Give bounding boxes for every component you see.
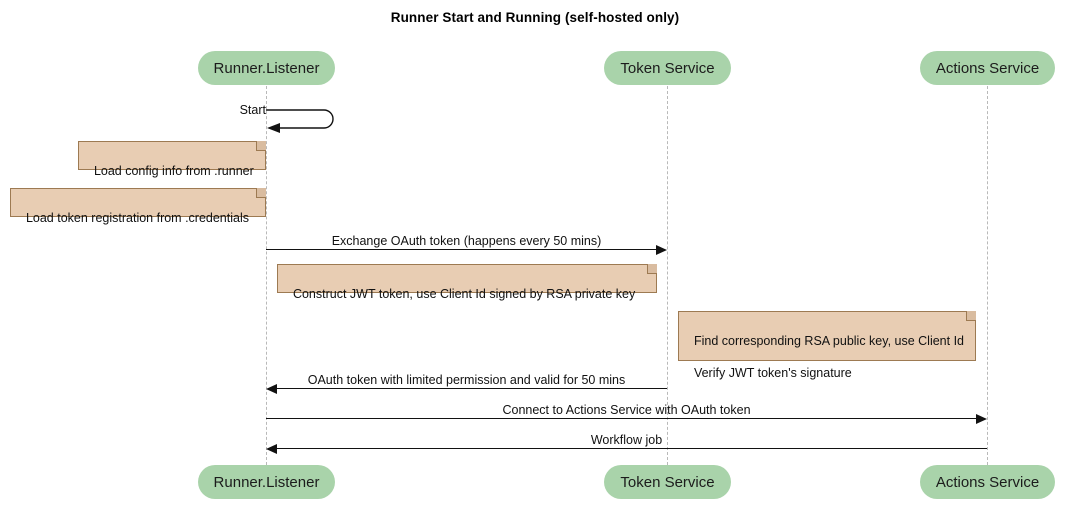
- lifeline-token: [667, 86, 668, 465]
- note-construct-jwt-text: Construct JWT token, use Client Id signe…: [292, 287, 636, 301]
- participant-runner-top[interactable]: Runner.Listener: [198, 51, 335, 85]
- message-label-workflow-job: Workflow job: [590, 433, 663, 447]
- message-line-exchange-oauth-token: [266, 249, 661, 250]
- note-fold-icon: [256, 141, 266, 151]
- note-fold-icon: [647, 264, 657, 274]
- note-fold-icon: [966, 311, 976, 321]
- arrow-head-left-icon: [266, 444, 277, 454]
- message-start-self-loop: [266, 106, 338, 134]
- lifeline-actions: [987, 86, 988, 465]
- note-load-token-registration: Load token registration from .credential…: [10, 188, 266, 225]
- message-line-oauth-token-limited: [277, 388, 667, 389]
- note-verify-signature-line1: Find corresponding RSA public key, use C…: [693, 334, 965, 348]
- participant-actions-top[interactable]: Actions Service: [920, 51, 1055, 85]
- note-load-config-text: Load config info from .runner: [93, 164, 254, 178]
- message-label-connect-actions-service: Connect to Actions Service with OAuth to…: [502, 403, 751, 417]
- message-label-exchange-oauth-token: Exchange OAuth token (happens every 50 m…: [331, 234, 602, 248]
- participant-token-top[interactable]: Token Service: [604, 51, 731, 85]
- message-line-connect-actions-service: [266, 418, 981, 419]
- participant-token-bottom[interactable]: Token Service: [604, 465, 731, 499]
- page-title: Runner Start and Running (self-hosted on…: [390, 10, 680, 25]
- message-label-start: Start: [239, 103, 266, 117]
- arrow-head-right-icon: [656, 245, 667, 255]
- note-load-token-registration-text: Load token registration from .credential…: [25, 211, 249, 225]
- arrow-head-right-icon: [976, 414, 987, 424]
- note-load-config: Load config info from .runner: [78, 141, 266, 178]
- arrow-head-left-icon: [266, 384, 277, 394]
- message-line-workflow-job: [277, 448, 987, 449]
- note-fold-icon: [256, 188, 266, 198]
- lifeline-runner: [266, 86, 267, 465]
- participant-actions-bottom[interactable]: Actions Service: [920, 465, 1055, 499]
- note-verify-signature: Find corresponding RSA public key, use C…: [678, 311, 976, 380]
- message-label-oauth-token-limited: OAuth token with limited permission and …: [307, 373, 626, 387]
- note-construct-jwt: Construct JWT token, use Client Id signe…: [277, 264, 657, 301]
- note-verify-signature-line2: Verify JWT token's signature: [693, 366, 852, 380]
- participant-runner-bottom[interactable]: Runner.Listener: [198, 465, 335, 499]
